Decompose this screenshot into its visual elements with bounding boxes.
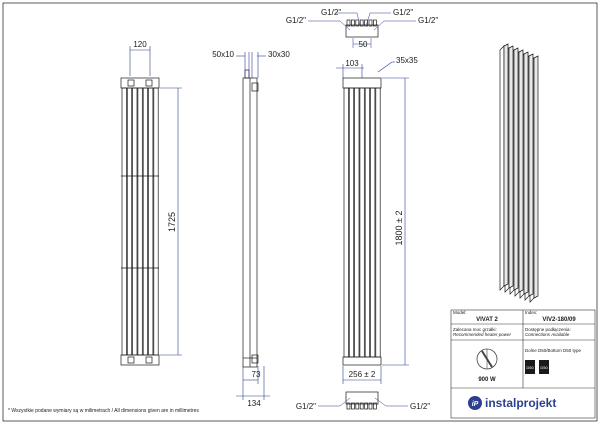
rear-top-connector [373, 19, 377, 27]
front-tube [121, 87, 127, 356]
rear-top-connector [355, 19, 360, 27]
side-top-right-label: 30x30 [268, 50, 290, 59]
iso-tube-face [523, 51, 529, 295]
side-bottom-dimensions [236, 366, 270, 400]
power-caption-en: Recommended heater power [453, 332, 512, 337]
rear-top-mid-left-conn-label: G1/2" [321, 8, 341, 17]
side-bottom-outer-label: 134 [247, 399, 261, 408]
front-tube [132, 87, 138, 356]
rear-bottom-connector [359, 402, 364, 410]
front-width-dimension [129, 46, 151, 76]
index-caption: Index: [525, 310, 537, 315]
rear-bottom-connector [351, 402, 355, 410]
index-value: VIV2-180/09 [542, 317, 576, 323]
rear-tube [343, 87, 349, 358]
d50-badge-1: D50 [525, 360, 535, 374]
rear-bottom-connector [355, 402, 360, 410]
iso-tube-face [533, 55, 539, 299]
rear-tube-dim-label: 35x35 [396, 56, 418, 65]
side-top-left-label: 50x10 [212, 50, 234, 59]
iso-tube-face [513, 47, 519, 291]
rear-bottom-leaders [318, 397, 408, 407]
iso-tube-face [518, 49, 524, 293]
model-value: VIVAT 2 [476, 317, 498, 323]
instalprojekt-logo-mark: iP [468, 396, 482, 410]
title-block [450, 309, 596, 419]
power-caption-pl: Zalecana moc grzałki: [453, 327, 497, 332]
d50-badge-2: D50 [539, 360, 549, 374]
rear-top-leaders [308, 12, 416, 48]
rear-top-connector [359, 19, 364, 27]
rear-bottom-right-conn-label: G1/2" [410, 402, 430, 411]
rear-tube [348, 87, 355, 358]
rear-view [342, 19, 382, 410]
front-tube [126, 87, 133, 356]
rear-tube [370, 87, 376, 358]
rear-height-label: 1800 ± 2 [394, 211, 404, 246]
model-caption: Model: [453, 310, 467, 315]
iso-tube-face [528, 53, 534, 297]
rear-offset-dimension [336, 61, 395, 78]
rear-tube [364, 87, 370, 358]
conn-type-label: Dolne D50/Bottom D50 type [525, 348, 582, 353]
isometric-view [499, 43, 539, 303]
svg-text:iP: iP [472, 401, 479, 408]
rear-bottom-connector [368, 402, 373, 410]
front-tube [153, 87, 159, 356]
front-tube [142, 87, 148, 356]
rear-bottom-connector [364, 402, 368, 410]
power-value: 900 W [478, 377, 496, 383]
footnote: * Wszystkie podane wymiary są w milimetr… [8, 408, 199, 414]
svg-text:D50: D50 [526, 365, 534, 370]
rear-width-label: 256 ± 2 [349, 370, 376, 379]
svg-text:D50: D50 [540, 365, 548, 370]
rear-bottom-connector [373, 402, 377, 410]
iso-tube-side [499, 45, 505, 291]
rear-top-mid-right-conn-label: G1/2" [393, 8, 413, 17]
conn-caption-en: Connections Available [525, 332, 570, 337]
rear-top-center-dim-label: 50 [359, 40, 368, 49]
rear-top-connector [368, 19, 373, 27]
front-tube [137, 87, 143, 356]
rear-bottom-connector [346, 402, 351, 410]
brand-name: instalprojekt [485, 396, 556, 410]
front-view [120, 77, 160, 366]
side-view [242, 69, 259, 368]
rear-width-dimension [342, 366, 382, 384]
side-top-dimensions [236, 52, 266, 78]
heater-power-icon [476, 348, 498, 370]
front-tube [148, 87, 154, 356]
rear-offset-label: 103 [345, 59, 359, 68]
iso-tube-face [508, 45, 514, 289]
rear-top-connector [346, 19, 351, 27]
rear-tube [354, 87, 360, 358]
conn-caption-pl: Dostępne podłączenia: [525, 327, 571, 332]
rear-bottom-left-conn-label: G1/2" [296, 402, 316, 411]
rear-tube [359, 87, 365, 358]
rear-top-connector [351, 19, 355, 27]
rear-top-left-conn-label: G1/2" [286, 16, 306, 25]
front-height-dimension [160, 87, 182, 356]
rear-height-dimension [382, 77, 409, 366]
side-bottom-inner-label: 73 [252, 370, 261, 379]
iso-tube-face [503, 43, 509, 287]
front-width-label: 120 [133, 40, 147, 49]
rear-tube [375, 87, 381, 358]
rear-top-right-conn-label: G1/2" [418, 16, 438, 25]
front-height-label: 1725 [167, 212, 177, 232]
